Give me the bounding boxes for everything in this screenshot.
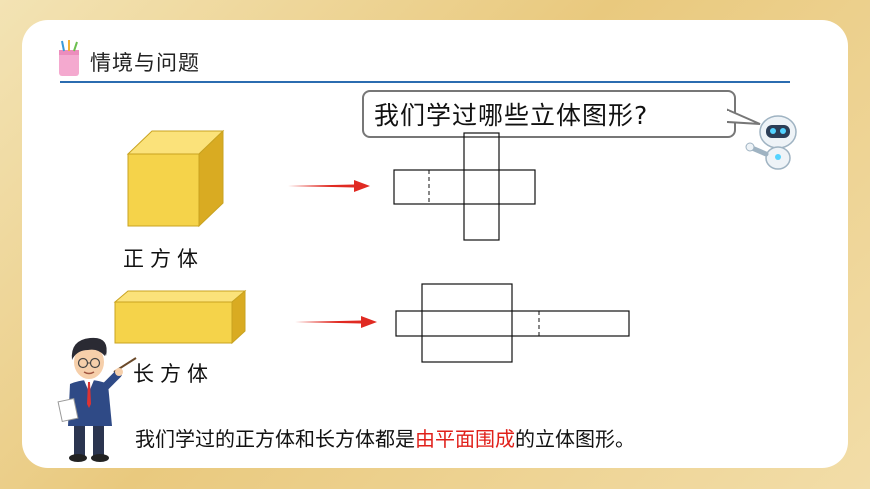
cube-net (393, 132, 536, 241)
summary-highlight: 由平面围成 (415, 427, 515, 451)
arrow-right-icon (288, 180, 370, 192)
cube-label: 正方体 (123, 247, 204, 271)
cuboid-net (395, 283, 630, 363)
cuboid-solid (113, 289, 247, 345)
teacher-illustration (57, 337, 137, 462)
speech-bubble-text: 我们学过哪些立体图形? (374, 101, 649, 130)
arrow-right-icon (295, 316, 377, 328)
summary-text-before: 我们学过的正方体和长方体都是 (135, 427, 415, 451)
summary-sentence: 我们学过的正方体和长方体都是由平面围成的立体图形。 (135, 423, 635, 452)
title-divider (60, 81, 790, 83)
pencil-cup-icon (59, 40, 79, 76)
cuboid-label: 长方体 (133, 362, 214, 386)
speech-bubble (362, 90, 736, 138)
robot-icon (745, 115, 797, 170)
summary-text-after: 的立体图形。 (515, 427, 635, 451)
speech-bubble-tail (725, 108, 761, 125)
cube-solid (126, 129, 225, 228)
page-title: 情境与问题 (90, 51, 200, 75)
